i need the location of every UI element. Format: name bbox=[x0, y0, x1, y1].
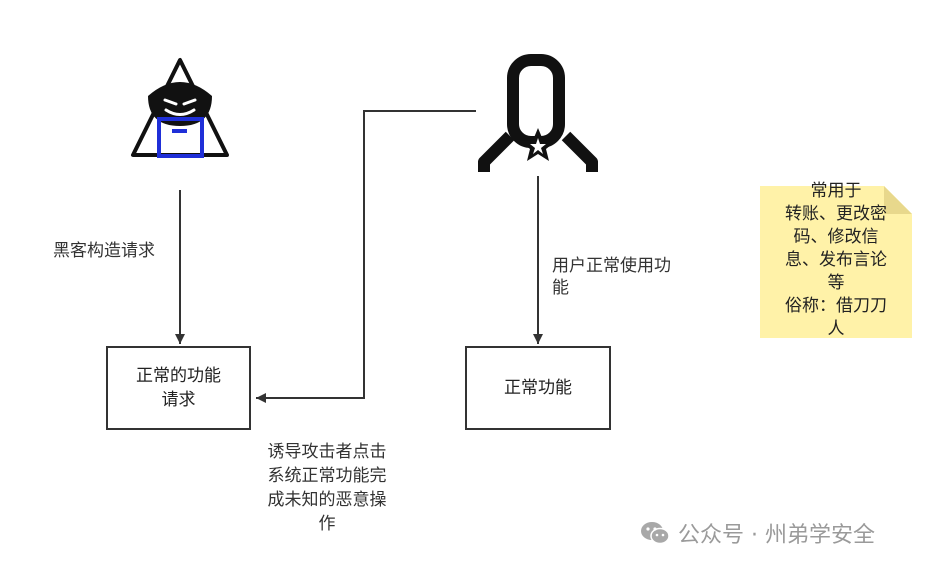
sticky-note: 常用于 转账、更改密 码、修改信 息、发布言论 等 俗称：借刀刀 人 bbox=[760, 181, 912, 339]
induce-edge-label: 诱导攻击者点击 系统正常功能完 成未知的恶意操 作 bbox=[267, 442, 387, 534]
sticky-note-shape bbox=[760, 186, 912, 338]
function-box: 正常功能 bbox=[465, 346, 611, 430]
wechat-icon bbox=[641, 522, 670, 545]
request-box-label: 正常的功能 请求 bbox=[136, 366, 221, 410]
sticky-note-text: 常用于 转账、更改密 码、修改信 息、发布言论 等 俗称：借刀刀 人 bbox=[785, 181, 887, 339]
user-to-request-arrow bbox=[256, 110, 476, 403]
user-edge-label: 用户正常使用功 能 bbox=[552, 256, 671, 298]
watermark-text: 公众号 · 州弟学安全 bbox=[678, 523, 875, 548]
hacker-edge-label: 黑客构造请求 bbox=[53, 241, 155, 261]
request-box: 正常的功能 请求 bbox=[106, 346, 251, 430]
function-box-label: 正常功能 bbox=[504, 378, 572, 398]
watermark: 公众号 · 州弟学安全 bbox=[640, 517, 875, 549]
